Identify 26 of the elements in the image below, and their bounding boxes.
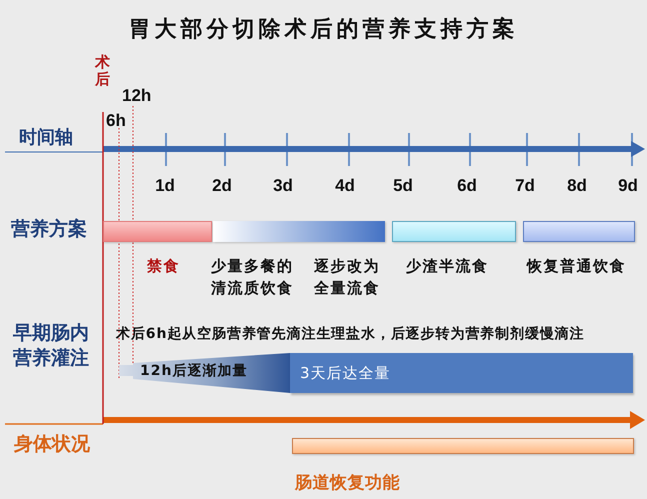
row-label: 早期肠内营养灌注: [13, 321, 90, 370]
bar-label: 少量多餐的清流质饮食: [211, 256, 294, 299]
note-text: 术后6h起从空肠营养管先滴注生理盐水，后逐步转为营养制剂缓慢滴注: [116, 326, 585, 342]
title: 胃大部分切除术后的营养支持方案: [128, 17, 520, 42]
time-marker-label: 术后: [95, 54, 111, 87]
time-marker-label: 12h: [122, 86, 152, 106]
row-label: 身体状况: [14, 434, 90, 456]
bar-label: 肠道恢复功能: [295, 472, 401, 495]
row-label: 营养方案: [11, 219, 87, 241]
tick-label: 9d: [617, 176, 639, 196]
bar-label: 逐步改为全量流食: [314, 256, 381, 299]
tick-label: 1d: [154, 176, 176, 196]
bar-label: 禁食: [147, 256, 181, 277]
tick-label: 6d: [456, 176, 478, 196]
tick-label: 3d: [272, 176, 294, 196]
tick-label: 2d: [211, 176, 233, 196]
time-marker-label: 6h: [106, 111, 126, 131]
tick-label: 7d: [514, 176, 536, 196]
bar-label: 恢复普通饮食: [527, 256, 627, 277]
tick-label: 4d: [334, 176, 356, 196]
row-label: 时间轴: [19, 128, 73, 149]
band-label: 3天后达全量: [300, 365, 391, 382]
bar-label: 少渣半流食: [406, 256, 490, 277]
tick-label: 5d: [392, 176, 414, 196]
band-label: 12h后逐渐加量: [140, 363, 248, 380]
tick-label: 8d: [566, 176, 588, 196]
